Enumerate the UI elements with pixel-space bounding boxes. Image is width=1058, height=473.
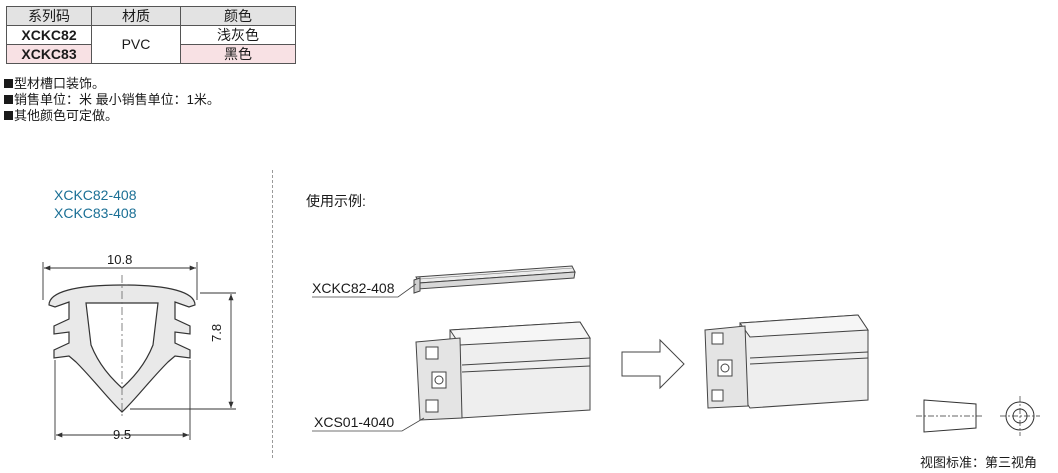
square-bullet-icon [4,95,13,104]
dim-height: 7.8 [209,323,224,342]
dim-bottom-width: 9.5 [113,427,132,442]
note-item: 销售单位：米 最小销售单位：1米。 [4,92,220,108]
arrow-right-icon [621,338,685,390]
section-divider [272,170,273,458]
cell-color: 黑色 [180,44,296,64]
label-profile: XCS01-4040 [314,414,395,430]
cell-code: XCKC83 [6,44,92,64]
dim-top-width: 10.8 [107,252,133,267]
cell-material: PVC [91,25,181,64]
decor-strip [413,265,576,294]
spec-table: 系列码 材质 颜色 XCKC82 PVC 浅灰色 XCKC83 黑色 [6,6,296,64]
table-row: XCKC83 黑色 [6,44,296,64]
aluminum-profile-right [704,314,869,409]
leader-lines [312,283,425,432]
projection-symbol-icon [916,396,1040,436]
header-color: 颜色 [180,6,296,26]
note-text: 销售单位：米 最小销售单位：1米。 [14,92,220,107]
aluminum-profile-left [415,321,591,421]
note-text: 型材槽口装饰。 [14,76,106,91]
table-header-row: 系列码 材质 颜色 [6,6,296,26]
profile-cross-section [48,275,196,418]
note-item: 其他颜色可定做。 [4,108,220,124]
header-material: 材质 [91,6,181,26]
cell-code: XCKC82 [6,25,92,45]
example-title: 使用示例: [306,193,366,209]
model-label-82: XCKC82-408 [54,187,137,203]
header-series-code: 系列码 [6,6,92,26]
view-standard-text: 视图标准：第三视角 [920,455,1038,470]
square-bullet-icon [4,111,13,120]
note-item: 型材槽口装饰。 [4,76,220,92]
label-decor-strip: XCKC82-408 [312,280,395,296]
note-text: 其他颜色可定做。 [14,108,119,123]
dimension-lines [42,262,236,440]
model-label-83: XCKC83-408 [54,205,137,221]
notes: 型材槽口装饰。 销售单位：米 最小销售单位：1米。 其他颜色可定做。 [4,76,220,124]
square-bullet-icon [4,79,13,88]
